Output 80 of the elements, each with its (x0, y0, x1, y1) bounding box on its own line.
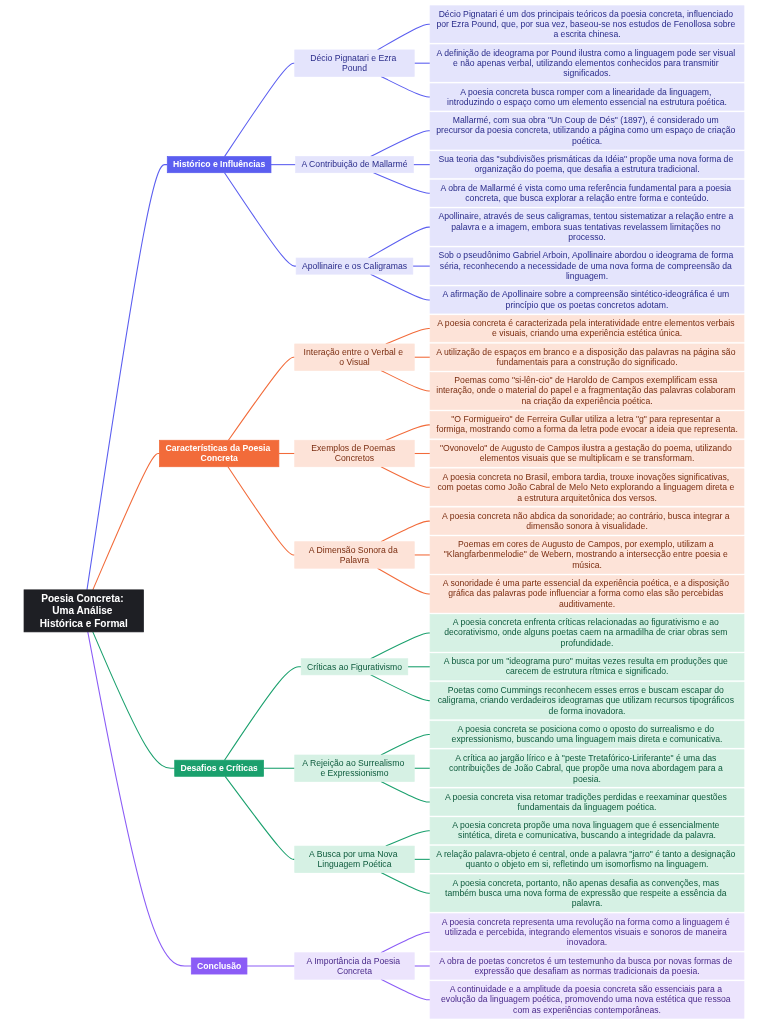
connector (270, 164, 297, 166)
node-box: A Rejeição ao Surrealismo e Expressionismo (294, 754, 415, 782)
connector (380, 872, 431, 894)
connector (380, 780, 431, 803)
connector (385, 424, 431, 441)
node-box: Décio Pignatari e Ezra Pound (294, 49, 415, 77)
node-box: A poesia concreta, portanto, não apenas desafia as convenções, mas também busca uma nova forma de expressão que respeite a essência da palavra. (429, 874, 745, 912)
connector (246, 965, 296, 967)
node-box: A crítica ao jargão lírico e à "peste Tretafórico-Liriferante" é uma das contribuições de João Cabral, que propõe uma nova abordagem para a poesia. (429, 749, 745, 788)
node-box: A relação palavra-objeto é central, onde a palavra "jarro" é tanto a designação quanto o objeto em si, refletindo um isomorfismo na linguagem. (429, 845, 745, 873)
node-box: Exemplos de Poemas Concretos (294, 439, 415, 468)
node-box: A definição de ideograma por Pound ilustra como a linguagem pode ser visual e não apenas verbal, utilizando elementos conhecidos para transmitir significados. (429, 44, 745, 82)
node-box: A busca por um "ideograma puro" muitas vezes resulta em produções que carecem de estrutura rítmica e significado. (429, 653, 745, 681)
node-box: A poesia concreta enfrenta críticas relacionadas ao figurativismo e ao decorativismo, onde alguns poetas caem na armadilha de criar obras sem profundidade. (429, 614, 745, 652)
node-box: A poesia concreta representa uma revolução na forma como a linguagem é utilizada e percebida, integrando elementos visuais e sonoros de maneira inovadora. (429, 913, 745, 951)
connector (380, 733, 431, 756)
connector (367, 226, 431, 259)
connector (92, 452, 160, 591)
connector (263, 767, 296, 769)
node-box: Poemas em cores de Augusto de Campos, por exemplo, utilizam a "Klangfarbenmelodie" de Webern, mostrando a intersecção entre poesia e música. (429, 536, 745, 574)
node-box: A afirmação de Apollinaire sobre a compreensão sintético-ideográfica é um princípio que os poetas concretos adotam. (429, 286, 745, 314)
connector (407, 666, 431, 668)
connector (380, 466, 431, 488)
node-box: A Importância da Poesia Concreta (294, 952, 415, 980)
node-box: A poesia concreta busca romper com a linearidade da linguagem, introduzindo o espaço como um elemento essencial na estrutura poética. (429, 83, 745, 111)
node-box: A poesia concreta é caracterizada pela interatividade entre elementos verbais e visuais, criando uma experiência estética única. (429, 314, 745, 343)
node-box: Histórico e Influências (166, 156, 272, 174)
connector (412, 265, 431, 267)
node-box: A poesia concreta não abdica da sonoridade; ao contrário, busca integrar a dimensão sonora à visualidade. (429, 507, 745, 535)
connector (380, 75, 431, 98)
node-box: Sua teoria das "subdivisões prismáticas da Idéia" propõe uma nova forma de organização do poema, que desafia a estrutura tradicional. (429, 151, 745, 179)
connector (370, 632, 431, 660)
node-box: A obra de Mallarmé é vista como uma referência fundamental para a poesia concreta, que busca explorar a relação entre forma e conteúdo. (429, 179, 745, 207)
node-box: Poesia Concreta: Uma Análise Histórica e Formal (23, 589, 144, 633)
connector (370, 130, 431, 158)
node-box: A Busca por uma Nova Linguagem Poética (294, 845, 415, 873)
connector (227, 466, 296, 556)
node-box: "Ovonovelo" de Augusto de Campos ilustra a gestação do poema, utilizando elementos visuais que se multiplicam e se transformam. (429, 439, 745, 468)
connector (223, 172, 297, 267)
node-box: Poetas como Cummings reconhecem esses erros e buscam escapar do caligrama, criando verdadeiros ideogramas que utilizam recursos tipográficos de forma inovadora. (429, 681, 745, 720)
node-box: Décio Pignatari é um dos principais teóricos da poesia concreta, influenciado por Ezra Pound, que, por sua vez, baseou-se nos estudos de Fenollosa sobre a escrita chinesa. (429, 5, 745, 43)
connector (370, 674, 431, 702)
node-box: A Dimensão Sonora da Palavra (294, 541, 415, 569)
node-box: Críticas ao Figurativismo (300, 658, 409, 676)
node-box: Sob o pseudônimo Gabriel Arboin, Apollinaire abordou o ideograma de forma séria, reconhecendo a necessidade de uma nova forma de compreensão da linguagem. (429, 247, 745, 285)
node-box: Poemas como "si-lên-cio" de Haroldo de Campos exemplificam essa interação, onde o material do papel e a fragmentação das palavras colaboram na criação da experiência poética. (429, 372, 745, 410)
connector (380, 978, 431, 1001)
connector (413, 554, 431, 556)
connector (380, 369, 431, 392)
connector (380, 520, 431, 543)
connector (380, 931, 431, 954)
node-box: A continuidade e a amplitude da poesia concreta são essenciais para a evolução da linguagem poética, promovendo uma nova estética que ressoa com as experiências contemporâneas. (429, 981, 745, 1019)
connector (376, 567, 431, 595)
connector (385, 830, 431, 847)
connector (370, 273, 431, 301)
node-box: Conclusão (190, 957, 248, 975)
node-box: Mallarmé, com sua obra "Un Coup de Dés" (1897), é considerado um precursor da poesia concreta, utilizando a página como um espaço de criação poética. (429, 112, 745, 150)
node-box: A poesia concreta se posiciona como o oposto do surrealismo e do expressionismo, buscando uma linguagem mais direta e comunicativa. (429, 720, 745, 749)
node-box: A sonoridade é uma parte essencial da experiência poética, e a disposição gráfica das palavras pode influenciar a forma como elas são percebidas auditivamente. (429, 575, 745, 613)
node-box: A obra de poetas concretos é um testemunho da busca por novas formas de expressão que desafiam as normas tradicionais da poesia. (429, 952, 745, 980)
node-box: Características da Poesia Concreta (159, 439, 280, 468)
node-box: "O Formigueiro" de Ferreira Gullar utiliza a letra "g" para representar a formiga, mostrando como a forma da letra pode evocar a ideia que representa. (429, 411, 745, 439)
node-box: A utilização de espaços em branco e a disposição das palavras na página são fundamentais para a construção do significado. (429, 343, 745, 371)
connector (373, 172, 431, 194)
node-box: A poesia concreta visa retomar tradições perdidas e reexaminar questões fundamentais da linguagem poética. (429, 788, 745, 816)
node-box: A poesia concreta propõe uma nova linguagem que é essencialmente sintética, direta e comunicativa, buscando a integridade da palavra. (429, 817, 745, 845)
connector (87, 631, 192, 967)
node-box: Interação entre o Verbal e o Visual (294, 343, 415, 371)
connector (227, 356, 296, 441)
connector (413, 965, 431, 967)
node-box: Apollinaire, através de seus caligramas, tentou sistematizar a relação entre a palavra e a imagem, embora suas tentativas revelassem limitações no processo. (429, 208, 745, 246)
connector (86, 164, 168, 591)
node-box: Desafios e Críticas (174, 759, 264, 777)
connector (92, 631, 176, 769)
connector (224, 775, 296, 860)
node-box: A Contribuição de Mallarmé (295, 156, 414, 174)
node-box: A poesia concreta no Brasil, embora tardia, trouxe inovações significativas, com poetas como João Cabral de Melo Neto explorando a linguagem direta e a estrutura arquitetônica dos versos. (429, 468, 745, 507)
connector (223, 62, 296, 158)
node-box: Apollinaire e os Caligramas (295, 257, 414, 275)
connector (223, 666, 302, 761)
